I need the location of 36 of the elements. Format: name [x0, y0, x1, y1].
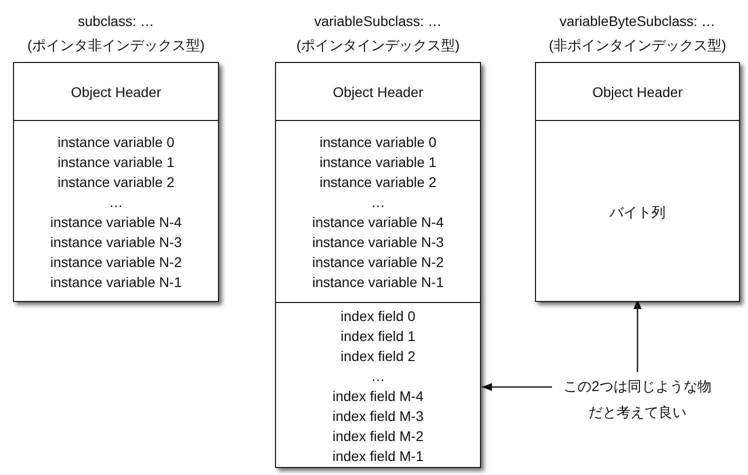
field-label: …: [109, 193, 123, 212]
column-heading: subclass: …: [78, 12, 154, 31]
field-label: Object Header: [592, 82, 683, 102]
field-label: instance variable N-1: [50, 273, 182, 292]
field-label: バイト列: [610, 203, 666, 222]
field-label: instance variable 0: [320, 132, 436, 152]
field-label: instance variable 2: [58, 173, 174, 192]
field-label: index field 0: [340, 307, 416, 326]
column-heading: variableByteSubclass: …: [560, 12, 716, 31]
field-label: instance variable 2: [320, 172, 436, 192]
field-label: index field M-2: [332, 427, 424, 446]
column-heading: (非ポインタインデックス型): [548, 36, 726, 55]
field-label: instance variable N-1: [312, 272, 444, 292]
field-label: Object Header: [332, 82, 424, 102]
field-label: index field M-3: [332, 407, 424, 426]
field-label: Object Header: [70, 82, 162, 102]
note-text: この2つは同じような物だと考えて良い: [560, 373, 715, 425]
field-label: instance variable N-3: [50, 233, 182, 252]
field-label: instance variable N-4: [50, 213, 182, 232]
column-heading: (ポインタインデックス型): [296, 36, 460, 55]
field-label: …: [371, 367, 385, 386]
field-label: instance variable N-2: [50, 253, 182, 272]
field-label: index field M-4: [332, 387, 424, 406]
column-heading: variableSubclass: …: [314, 12, 442, 31]
arrow: [482, 383, 552, 391]
column-heading: (ポインタ非インデックス型): [27, 36, 205, 55]
field-label: index field M-1: [332, 447, 424, 466]
field-label: instance variable 1: [58, 153, 174, 172]
field-label: instance variable 1: [320, 152, 436, 172]
field-label: instance variable 0: [58, 133, 174, 152]
field-label: instance variable N-3: [312, 232, 444, 252]
field-label: …: [371, 192, 385, 212]
field-label: instance variable N-4: [312, 212, 444, 232]
field-label: index field 2: [340, 347, 416, 366]
field-label: instance variable N-2: [312, 252, 444, 272]
field-label: index field 1: [340, 327, 416, 346]
